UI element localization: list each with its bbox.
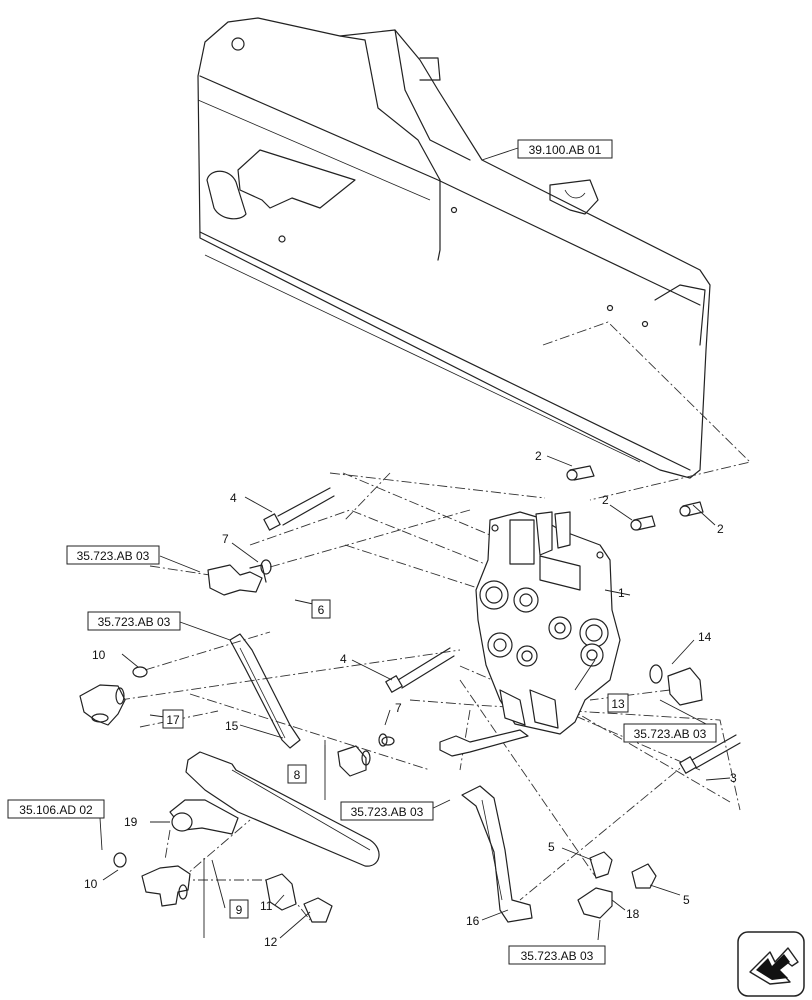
next-page-arrow-icon[interactable] [737, 931, 805, 997]
callout-12: 12 [264, 935, 278, 949]
callout-18: 18 [626, 907, 640, 921]
ref-box-723-a [66, 545, 160, 565]
callout-3: 3 [730, 771, 737, 785]
fittings-and-lines [79, 559, 703, 923]
callout-2-right: 2 [717, 522, 724, 536]
ref-label-723-c: 35.723.AB 03 [351, 805, 424, 819]
ref-box-723-d [623, 723, 717, 743]
ref-label-106: 35.106.AD 02 [19, 803, 93, 817]
reference-boxes: 39.100.AB 01 35.723.AB 03 35.723.AB 03 3… [7, 139, 717, 965]
ref-label-39-100: 39.100.AB 01 [529, 143, 602, 157]
callout-7-top: 7 [222, 532, 229, 546]
callout-11: 11 [260, 899, 273, 913]
callout-7-mid: 7 [395, 701, 402, 715]
callouts: 1 2 2 2 3 4 4 5 5 7 7 10 10 11 12 14 15 … [84, 449, 737, 949]
callout-2-top: 2 [535, 449, 542, 463]
ref-label-723-e: 35.723.AB 03 [521, 949, 594, 963]
callout-5-left: 5 [548, 840, 555, 854]
callout-19: 19 [124, 815, 138, 829]
boxed-callouts: 6 17 8 13 9 [162, 599, 629, 919]
callout-4-top: 4 [230, 491, 237, 505]
callout-box-9: 9 [236, 903, 243, 917]
callout-2-mid: 2 [602, 493, 609, 507]
ref-box-39-100 [517, 139, 613, 159]
ref-label-723-a: 35.723.AB 03 [77, 549, 150, 563]
ref-box-723-e [508, 945, 606, 965]
callout-4-mid: 4 [340, 652, 347, 666]
callout-10-bottom: 10 [84, 877, 98, 891]
callout-box-13: 13 [611, 697, 625, 711]
frame-assembly [197, 17, 711, 479]
callout-10-top: 10 [92, 648, 106, 662]
callout-box-6: 6 [318, 603, 325, 617]
fasteners [263, 465, 741, 774]
control-valve [475, 511, 621, 735]
ref-box-106 [7, 799, 105, 819]
callout-14: 14 [698, 630, 712, 644]
callout-box-17: 17 [166, 713, 180, 727]
callout-15: 15 [225, 719, 239, 733]
callout-5-right: 5 [683, 893, 690, 907]
callout-box-8: 8 [294, 768, 301, 782]
ref-box-723-c [340, 801, 434, 821]
assembly-lines [119, 321, 751, 921]
ref-box-723-b [87, 611, 181, 631]
ref-label-723-d: 35.723.AB 03 [634, 727, 707, 741]
callout-16: 16 [466, 914, 480, 928]
ref-label-723-b: 35.723.AB 03 [98, 615, 171, 629]
callout-1: 1 [618, 586, 625, 600]
